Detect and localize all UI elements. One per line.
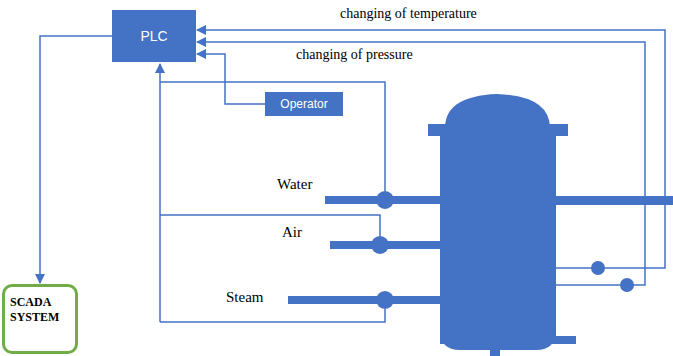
bottom-pipe <box>556 336 576 344</box>
outlet-pipe <box>556 196 673 205</box>
sensors <box>591 261 634 292</box>
valves <box>371 191 394 309</box>
pressure-signal <box>197 42 645 285</box>
vessel-dome <box>445 94 550 128</box>
drain-pipe <box>490 346 500 356</box>
node-text: Operator <box>280 97 327 111</box>
pressure-sensor <box>620 278 634 292</box>
vessel-body <box>440 136 556 344</box>
sensor-lines <box>160 30 665 322</box>
steam-pipe <box>288 296 440 304</box>
steam-valve <box>376 291 394 309</box>
node-text: SCADA SYSTEM <box>10 295 70 325</box>
temperature-signal <box>197 30 665 268</box>
water-valve <box>376 191 394 209</box>
node-text: PLC <box>140 28 167 44</box>
inlet-label: Air <box>282 224 302 241</box>
controller-box: PLC <box>112 10 196 62</box>
operator-box: Operator <box>265 92 343 116</box>
steam-signal <box>160 309 385 322</box>
inlet-label: Water <box>277 176 312 193</box>
scada-box: SCADA SYSTEM <box>2 284 78 354</box>
signal-connector <box>197 54 265 104</box>
air-valve <box>371 236 389 254</box>
water-signal <box>160 82 385 191</box>
vessel-flange <box>428 124 568 136</box>
air-signal <box>160 215 380 236</box>
signal-connector <box>40 36 112 283</box>
vessel <box>428 94 673 356</box>
signal-label: changing of temperature <box>340 6 477 22</box>
temperature-sensor <box>591 261 605 275</box>
valve-signal-bus <box>159 64 161 322</box>
inlet-label: Steam <box>226 289 264 306</box>
signal-label: changing of pressure <box>296 47 413 63</box>
